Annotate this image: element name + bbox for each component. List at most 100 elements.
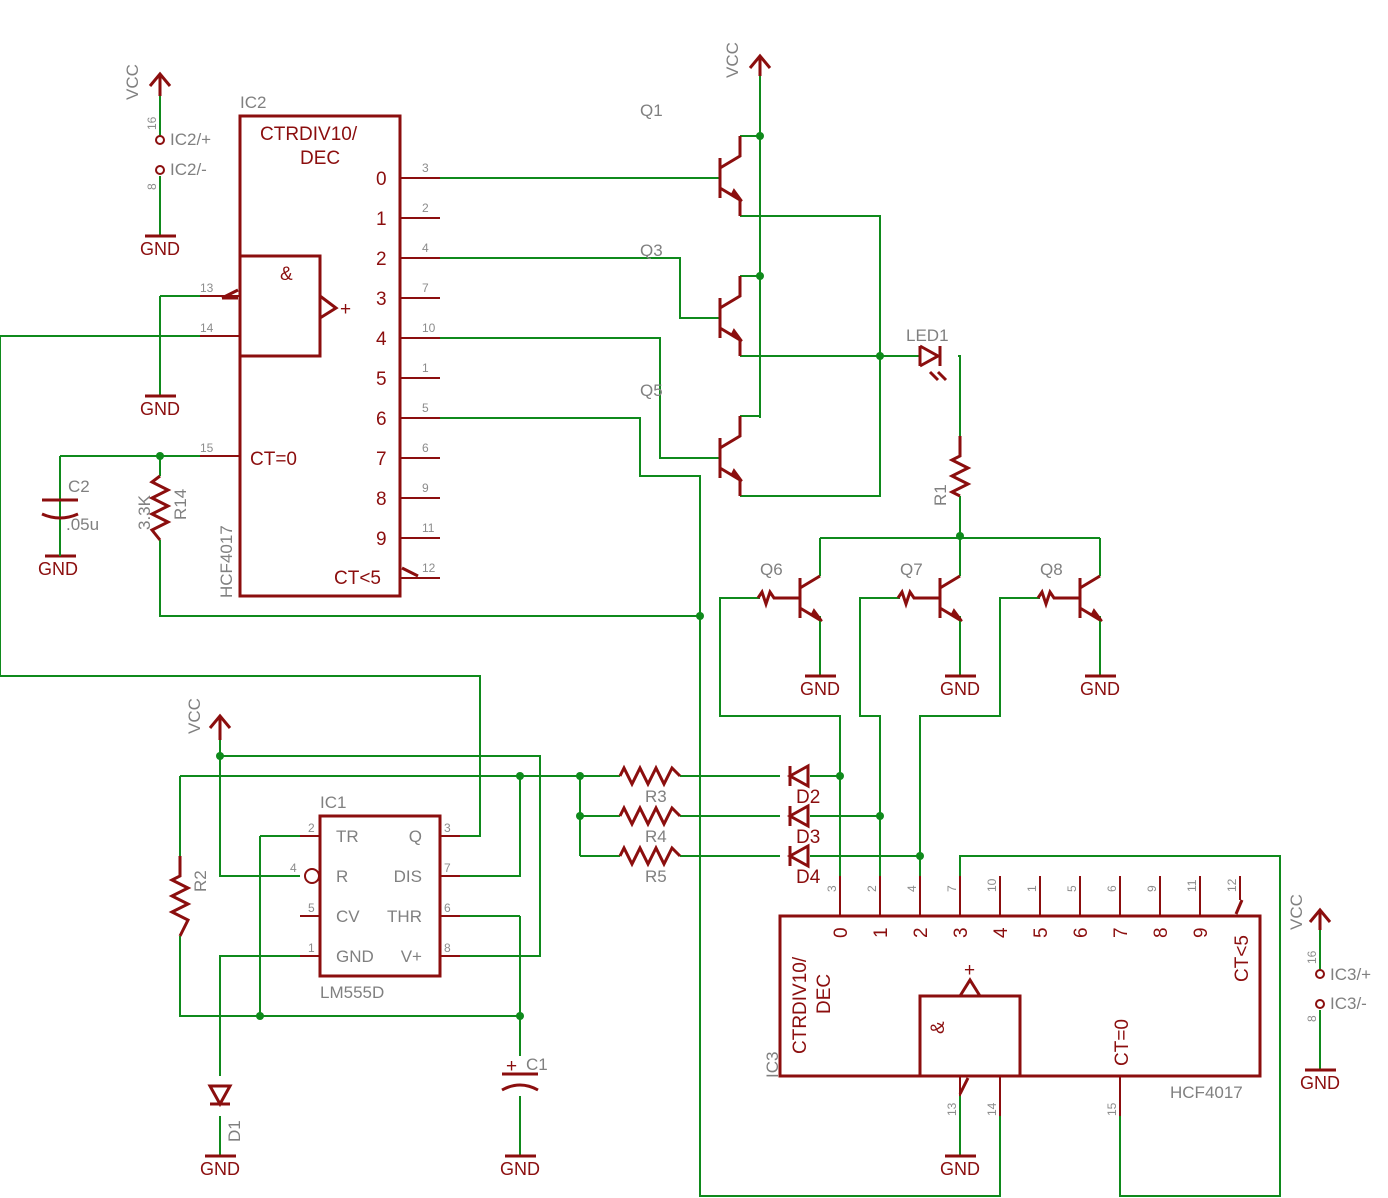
capacitor-c1: + C1 GND	[500, 1055, 548, 1179]
ic2-output-7: 7	[376, 449, 387, 470]
diode-d3: D3	[786, 803, 820, 848]
ic3-pin-12: 12	[1225, 878, 1239, 892]
ic2-pin-8: 8	[145, 183, 159, 190]
ic3-pwr-minus: IC3/-	[1330, 994, 1367, 1013]
ic2-output-3: 3	[376, 289, 387, 310]
ic3-pin-8: 8	[1305, 1015, 1319, 1022]
transistor-q6: Q6 GND	[756, 560, 840, 699]
ic3-name: IC3	[763, 1052, 782, 1078]
ic3-output-7: 7	[1111, 927, 1132, 938]
resistor-r3: R3	[618, 764, 682, 806]
ic2-pin-14: 14	[200, 321, 214, 335]
ic3-out-pin-2: 4	[905, 885, 919, 892]
gnd-label-ic2: GND	[140, 239, 180, 259]
transistor-q5: Q5	[640, 381, 743, 496]
resistor-r2: R2	[168, 856, 210, 937]
ic1-part: LM555D	[320, 983, 384, 1002]
ic2-pin-12: 12	[422, 561, 436, 575]
ic2-counter: IC2 CTRDIV10/ DEC & + CT=0 CT<5 HCF4017 …	[200, 93, 440, 598]
ic1-left-label-1: R	[336, 867, 348, 886]
ic1-left-pin-2: 5	[308, 901, 315, 915]
resistor-r5: R5	[618, 844, 682, 886]
ic2-output-6: 6	[376, 409, 387, 430]
ic1-right-label-3: V+	[401, 947, 422, 966]
gnd-label-c2: GND	[38, 559, 78, 579]
ic3-output-8: 8	[1151, 927, 1172, 938]
ic2-out-pin-3: 7	[422, 281, 429, 295]
ic2-pwr-minus: IC2/-	[170, 160, 207, 179]
q6-label: Q6	[760, 560, 783, 579]
ic3-part: HCF4017	[1170, 1083, 1243, 1102]
diode-d4: D4	[786, 843, 821, 888]
ic1-left-pin-1: 4	[290, 861, 297, 875]
ic3-out-pin-9: 11	[1185, 879, 1199, 892]
ic1-right-label-0: Q	[409, 827, 422, 846]
ic2-vcc-label: VCC	[123, 64, 142, 100]
resistor-r4: R4	[618, 804, 682, 846]
ic3-pin-13: 13	[945, 1102, 959, 1116]
ic2-and-symbol: &	[280, 264, 293, 285]
r5-name: R5	[645, 867, 667, 886]
transistor-q7: Q7 GND	[896, 560, 980, 699]
ic3-pin-15: 15	[1105, 1102, 1119, 1116]
vcc-label-q: VCC	[723, 42, 742, 78]
ic2-out-pin-0: 3	[422, 161, 429, 175]
ic2-ct5-label: CT<5	[334, 568, 381, 589]
ic2-power: VCC 16 8 IC2/+ IC2/- GND	[123, 64, 211, 259]
ic3-ct0-label: CT=0	[1112, 1019, 1133, 1066]
r14-name: R14	[171, 489, 190, 520]
ic1-left-label-0: TR	[336, 827, 359, 846]
transistor-q1: Q1	[640, 101, 743, 216]
gnd-label-d1: GND	[200, 1159, 240, 1179]
ic2-out-pin-6: 5	[422, 401, 429, 415]
ic2-out-pin-8: 9	[422, 481, 429, 495]
ic3-out-pin-8: 9	[1145, 885, 1159, 892]
c1-plus: +	[506, 1056, 517, 1077]
led-led1: LED1	[906, 326, 949, 382]
gnd-label-ic3-pwr: GND	[1300, 1073, 1340, 1093]
capacitor-c2: C2 .05u	[41, 477, 99, 556]
ic2-pin-16: 16	[145, 116, 159, 130]
ic3-output-0: 0	[831, 927, 852, 938]
ic3-output-5: 5	[1031, 927, 1052, 938]
ic3-output-1: 1	[871, 927, 892, 938]
ic2-pin-13: 13	[200, 281, 214, 295]
q8-label: Q8	[1040, 560, 1063, 579]
ic2-out-pin-1: 2	[422, 201, 429, 215]
d2-name: D2	[796, 787, 820, 808]
ic1-right-pin-3: 8	[444, 941, 451, 955]
led1-label: LED1	[906, 326, 949, 345]
gnd-label-ic3: GND	[940, 1159, 980, 1179]
ic3-out-pin-5: 1	[1025, 885, 1039, 892]
c2-value: .05u	[66, 515, 99, 534]
ic2-out-pin-2: 4	[422, 241, 429, 255]
ic3-out-pin-7: 6	[1105, 885, 1119, 892]
ic3-vcc-label: VCC	[1287, 894, 1306, 930]
r3-name: R3	[645, 787, 667, 806]
junction-dots	[156, 132, 964, 1020]
gnd-symbols-left: GND GND	[38, 394, 180, 579]
ic1-right-pin-1: 7	[444, 861, 451, 875]
diode-d1: D1 GND	[200, 1084, 244, 1179]
q7-label: Q7	[900, 560, 923, 579]
c1-name: C1	[526, 1055, 548, 1074]
r1-name: R1	[931, 484, 950, 506]
ic1-left-label-2: CV	[336, 907, 360, 926]
ic1-name: IC1	[320, 793, 346, 812]
ic2-out-pin-5: 1	[422, 361, 429, 375]
resistor-r14: 3.3K R14	[135, 474, 190, 541]
ic2-out-pin-9: 11	[422, 521, 435, 535]
ic3-and-symbol: &	[928, 1021, 949, 1034]
ic2-output-4: 4	[376, 329, 387, 350]
gnd-label-c1: GND	[500, 1159, 540, 1179]
r14-value: 3.3K	[135, 494, 154, 530]
ic2-output-9: 9	[376, 529, 387, 550]
q5-label: Q5	[640, 381, 663, 400]
d4-name: D4	[796, 867, 821, 888]
gnd-label-13: GND	[140, 399, 180, 419]
vcc-label-555: VCC	[185, 698, 204, 734]
ic1-left-label-3: GND	[336, 947, 374, 966]
